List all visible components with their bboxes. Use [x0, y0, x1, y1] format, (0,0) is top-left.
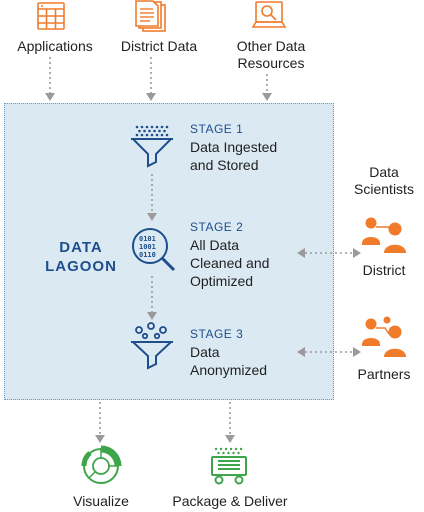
stage-2-number: STAGE 2 [190, 220, 244, 234]
data-lagoon-title-line1: DATA [59, 239, 103, 256]
source-label-district-data: District Data [120, 38, 198, 54]
data-lagoon-title: DATA LAGOON [36, 238, 126, 276]
svg-text:0101: 0101 [139, 235, 156, 243]
stage-1-number: STAGE 1 [190, 122, 244, 136]
data-scientists-label: Data Scientists [346, 164, 422, 198]
funnel-anonymize-icon [131, 322, 173, 370]
source-label-applications: Applications [17, 38, 93, 54]
stage-1-description: Data Ingested and Stored [190, 138, 277, 174]
district-people-icon [362, 217, 406, 253]
stage-2-line1: All Data [190, 237, 240, 253]
stage-1-line1: Data Ingested [190, 139, 278, 155]
data-lagoon-title-line2: LAGOON [45, 258, 117, 275]
stage-1-line2: and Stored [190, 157, 259, 173]
source-label-other-data-resources: Other Data Resources [236, 38, 306, 71]
partners-people-icon [362, 316, 406, 357]
svg-text:0110: 0110 [139, 251, 156, 259]
laptop-search-icon [251, 1, 287, 28]
data-lagoon-box [4, 103, 334, 400]
stage-2-line2: Cleaned and [190, 255, 270, 271]
visualize-label: Visualize [73, 493, 129, 509]
binary-magnifier-icon: 0101 1001 0110 [132, 228, 176, 272]
svg-text:1001: 1001 [139, 243, 156, 251]
district-label: District [362, 262, 406, 278]
stage-3-description: Data Anonymized [190, 343, 267, 379]
stage-2-description: All Data Cleaned and Optimized [190, 236, 269, 290]
stage-3-number: STAGE 3 [190, 327, 244, 341]
stage-2-line3: Optimized [190, 273, 254, 289]
stage-3-line1: Data [190, 344, 220, 360]
partners-label: Partners [357, 366, 411, 382]
cart-icon [211, 447, 247, 485]
package-deliver-label: Package & Deliver [172, 493, 288, 509]
donut-chart-icon [81, 445, 122, 484]
stage-3-line2: Anonymized [190, 362, 268, 378]
data-scientists-line1: Data [369, 164, 399, 180]
data-scientists-line2: Scientists [354, 181, 414, 197]
funnel-icon [131, 125, 173, 168]
documents-icon [135, 0, 166, 32]
applications-grid-icon [37, 2, 65, 30]
